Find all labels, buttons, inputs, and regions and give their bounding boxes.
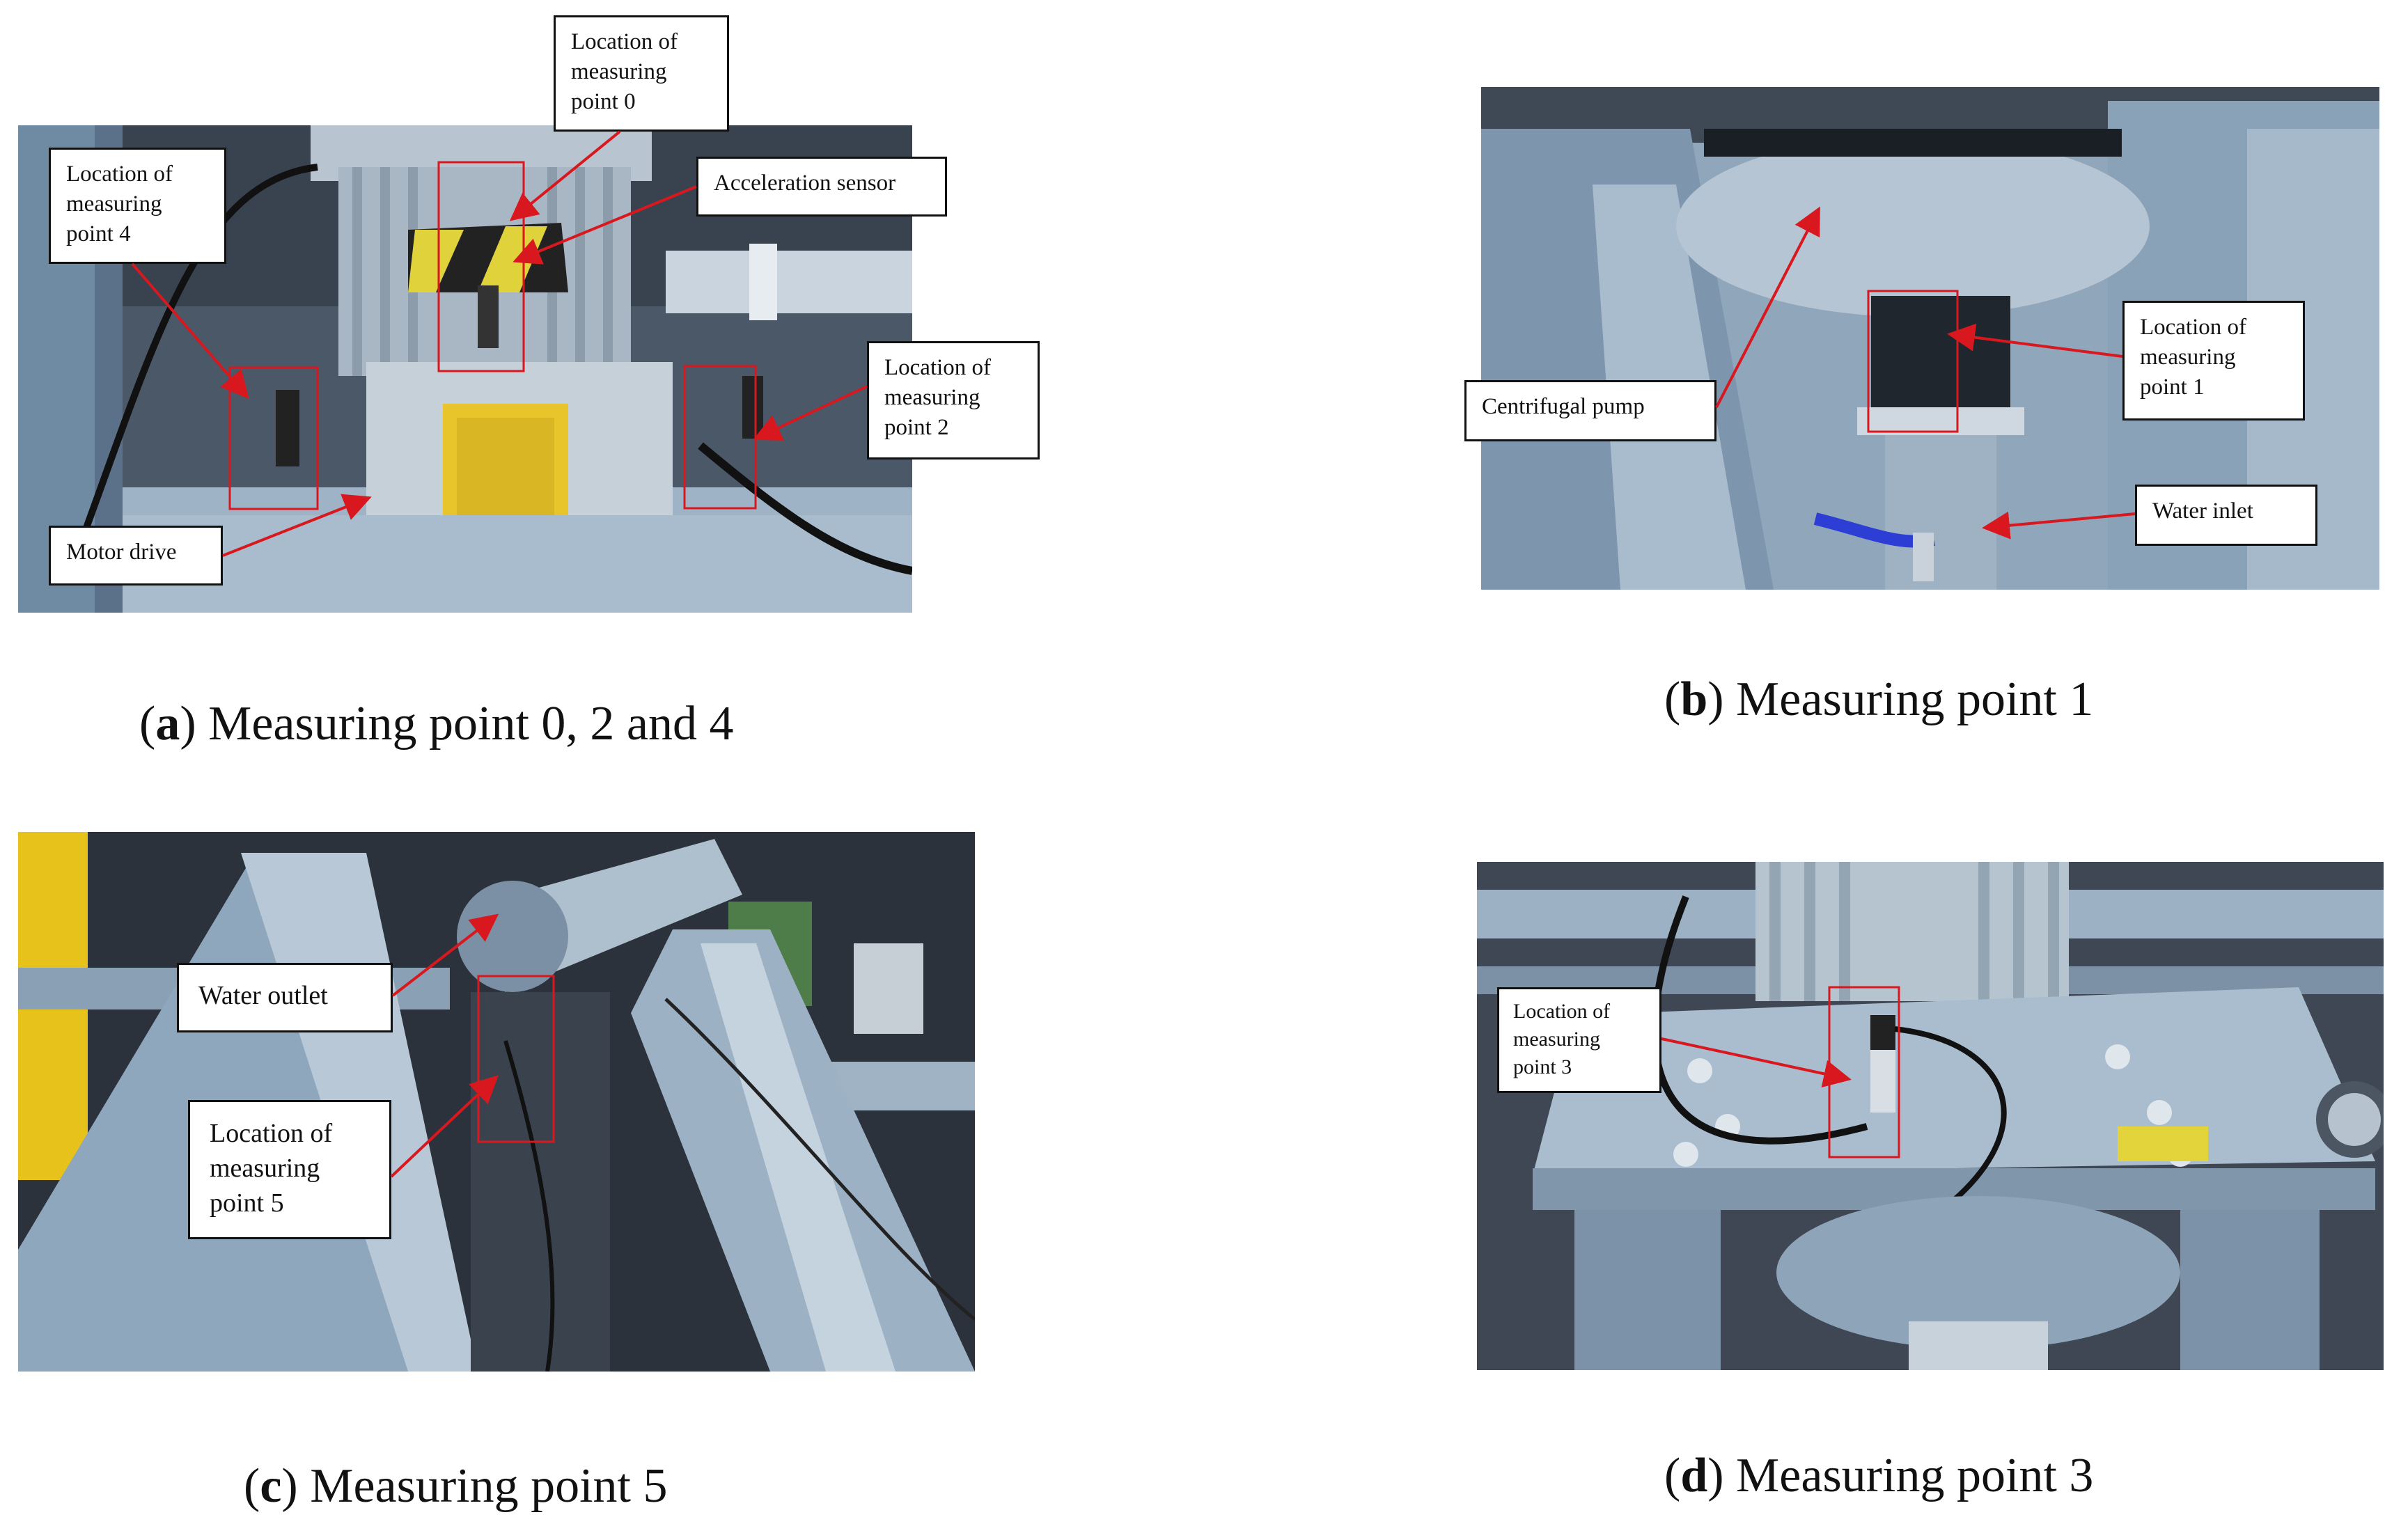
label-water-inlet: Water inlet (2135, 485, 2317, 546)
label-water-outlet: Water outlet (177, 963, 393, 1032)
caption-letter-c: c (260, 1459, 282, 1513)
caption-letter-a: a (155, 697, 180, 751)
caption-text-b: ) Measuring point 1 (1707, 673, 2094, 726)
caption-letter-d: d (1680, 1449, 1708, 1502)
caption-c: (c) Measuring point 5 (244, 1459, 668, 1513)
label-measuring-point-0: Location of measuring point 0 (554, 15, 729, 132)
photo-c (18, 832, 975, 1372)
caption-letter-b: b (1680, 673, 1708, 726)
label-acceleration-sensor: Acceleration sensor (696, 157, 947, 217)
caption-text-a: ) Measuring point 0, 2 and 4 (180, 697, 734, 751)
label-measuring-point-4: Location of measuring point 4 (49, 148, 226, 264)
label-centrifugal-pump: Centrifugal pump (1464, 380, 1716, 441)
label-measuring-point-2: Location of measuring point 2 (867, 341, 1040, 459)
label-measuring-point-1: Location of measuring point 1 (2122, 301, 2305, 421)
label-measuring-point-5: Location of measuring point 5 (188, 1100, 391, 1239)
caption-text-d: ) Measuring point 3 (1707, 1449, 2094, 1502)
caption-d: (d) Measuring point 3 (1664, 1449, 2094, 1502)
caption-text-c: ) Measuring point 5 (281, 1459, 668, 1513)
caption-b: (b) Measuring point 1 (1664, 673, 2094, 726)
photo-d (1477, 862, 2384, 1370)
label-motor-drive: Motor drive (49, 526, 223, 586)
caption-a: (a) Measuring point 0, 2 and 4 (139, 697, 734, 751)
label-measuring-point-3: Location of measuring point 3 (1497, 987, 1661, 1093)
